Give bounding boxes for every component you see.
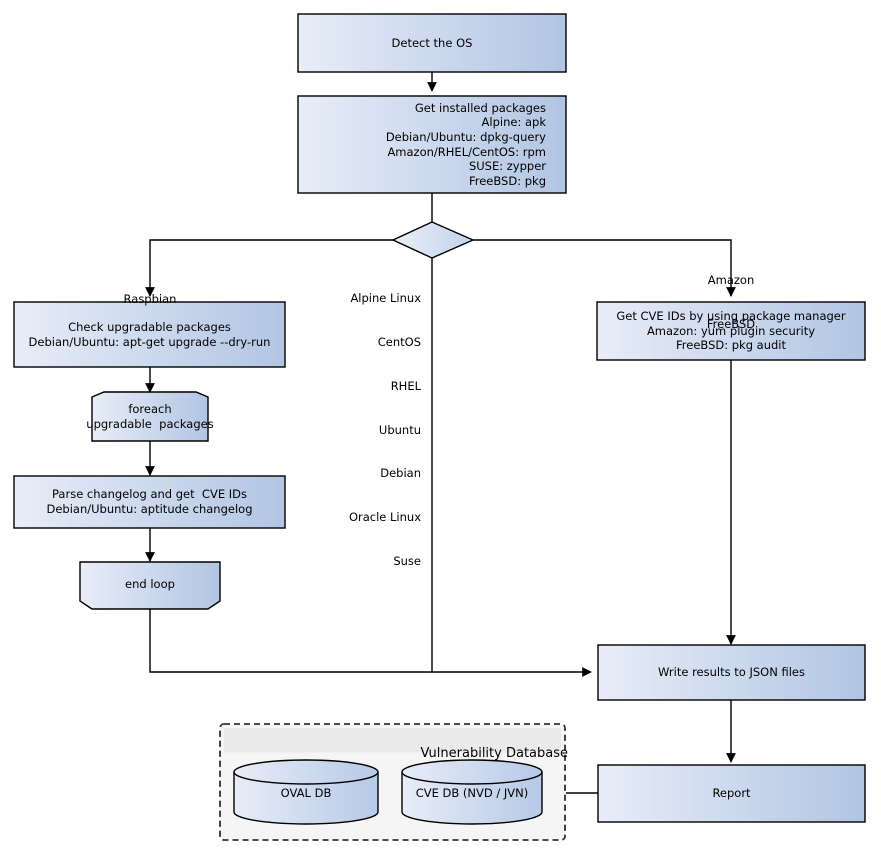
edge-label-middle-oslist: Alpine Linux CentOS RHEL Ubuntu Debian O… — [221, 262, 421, 598]
node-foreach-shape — [91, 391, 209, 442]
edge-label-middle-line-5: Oracle Linux — [348, 510, 421, 525]
database-oval-db[interactable]: OVAL DB — [234, 786, 378, 800]
node-check-upgradable-shape — [13, 301, 286, 368]
database-oval-db-shape — [233, 759, 379, 825]
database-oval-db-label: OVAL DB — [280, 786, 332, 800]
edge-label-right-line-1: FreeBSD — [706, 316, 756, 331]
edge-label-raspbian-line-0: Raspbian — [123, 292, 177, 307]
node-parse-changelog-shape — [13, 475, 286, 529]
node-end-loop-shape — [79, 561, 221, 610]
edge-label-middle-line-6: Suse — [393, 553, 421, 568]
edge-label-middle-line-1: CentOS — [377, 334, 421, 349]
group-title-text: Vulnerability Database — [420, 746, 568, 761]
group-vulnerability-database-title: Vulnerability Database — [265, 731, 568, 776]
database-cve-db-shape — [401, 759, 543, 825]
node-get-installed-packages-shape — [297, 95, 567, 194]
database-cve-db[interactable]: CVE DB (NVD / JVN) — [402, 786, 542, 800]
node-write-results-shape — [597, 644, 866, 701]
edge-label-middle-line-3: Ubuntu — [378, 422, 421, 437]
database-cve-db-label: CVE DB (NVD / JVN) — [415, 786, 529, 800]
node-get-cve-ids-shape — [596, 301, 866, 361]
node-report-shape — [597, 764, 866, 823]
node-detect-os-shape — [297, 13, 567, 73]
edge-label-amazon-freebsd: Amazon FreeBSD — [631, 244, 831, 361]
edge-label-right-line-0: Amazon — [707, 273, 755, 288]
node-decision-shape — [391, 221, 475, 259]
edge-label-raspbian: Raspbian — [50, 263, 250, 336]
edge-endloop-to-write — [149, 609, 592, 677]
edge-decision-right — [473, 239, 736, 297]
edge-label-middle-line-4: Debian — [380, 466, 421, 481]
edge-label-middle-line-2: RHEL — [390, 378, 421, 393]
edge-label-middle-line-0: Alpine Linux — [350, 291, 421, 306]
edge-decision-left — [145, 239, 393, 297]
